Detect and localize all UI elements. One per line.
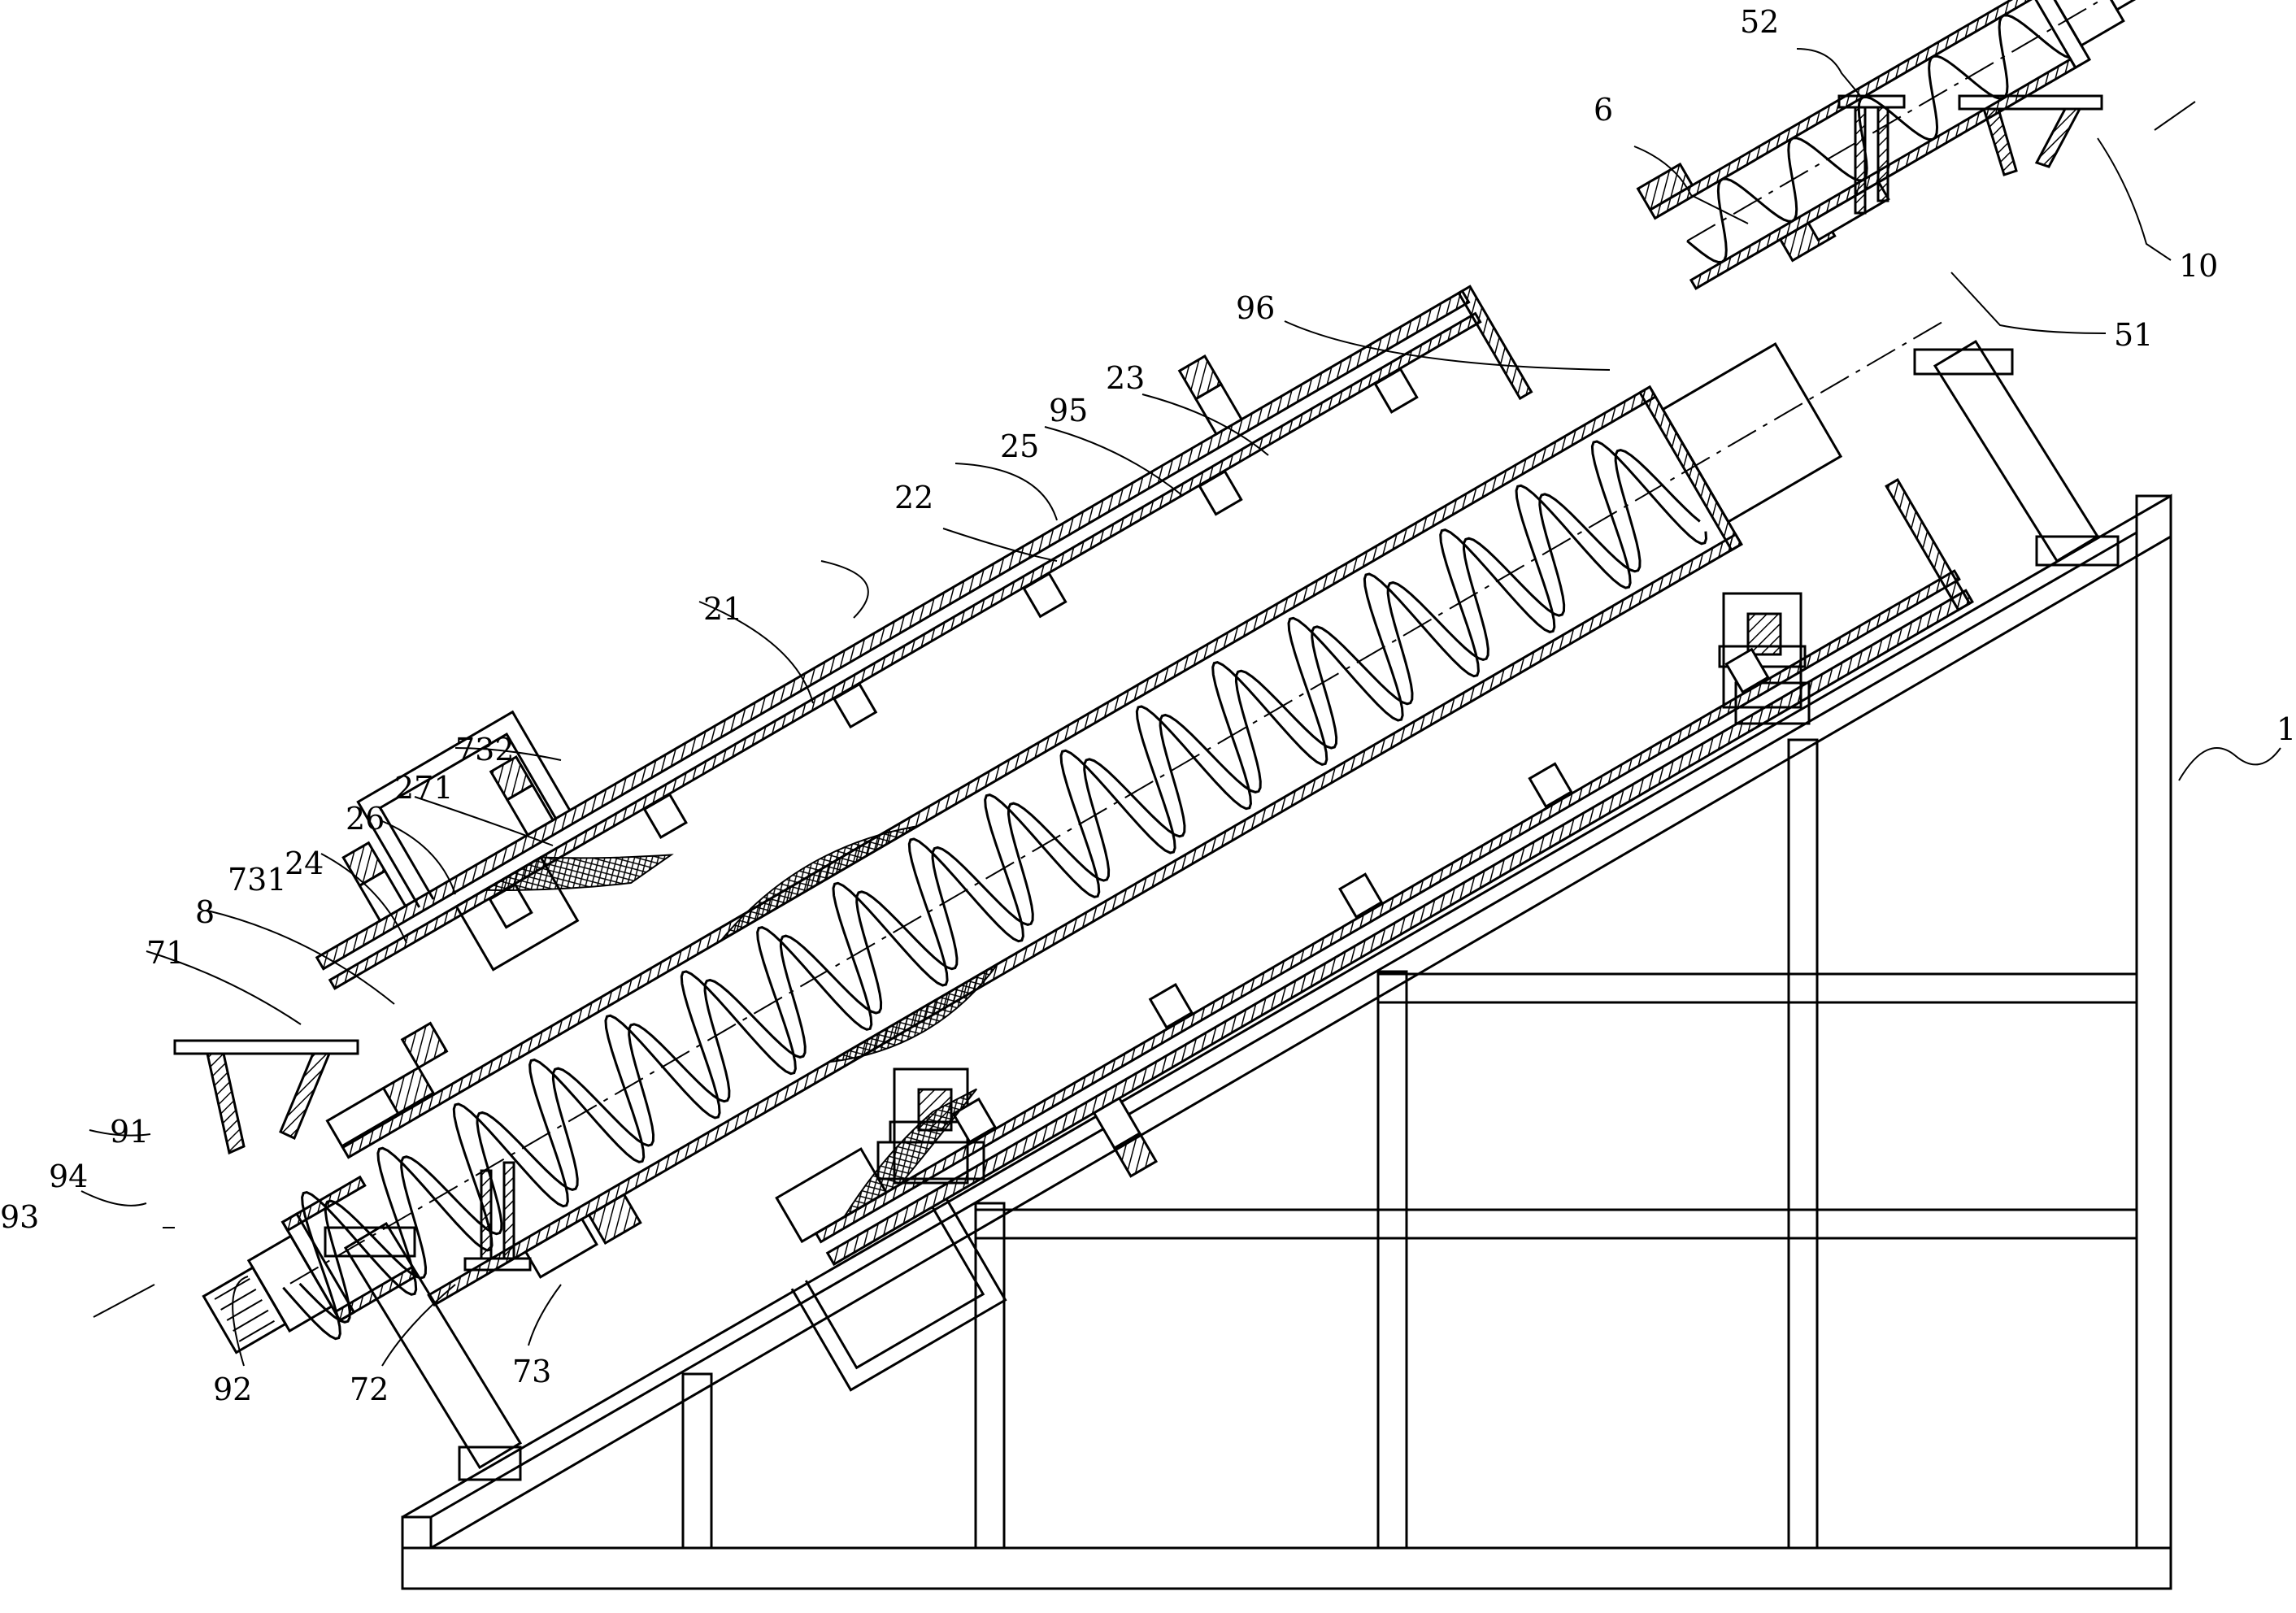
label-1: 1 [2276,711,2296,747]
label-21: 21 [703,591,742,627]
leader-lines [80,48,2281,1367]
label-271: 271 [394,770,454,806]
label-25: 25 [1000,428,1039,464]
label-10: 10 [2179,248,2218,284]
label-51: 51 [2114,317,2153,353]
outer-jacket-upper [315,285,1533,990]
label-732: 732 [455,732,515,767]
right-feeder [1636,0,2180,290]
label-52: 52 [1740,4,1779,40]
part-labels: 52 6 10 51 96 23 95 25 22 21 1 732 271 2… [0,4,2296,1407]
right-hopper [1958,94,2103,176]
heating-loop-lower [775,1147,1007,1392]
label-93: 93 [0,1199,39,1235]
label-731: 731 [228,862,287,898]
left-flange [325,1021,642,1279]
outer-jacket-lower [814,478,1974,1267]
label-95: 95 [1049,393,1088,428]
label-24: 24 [285,846,324,881]
label-8: 8 [195,894,215,930]
label-22: 22 [894,480,933,515]
label-26: 26 [346,801,385,837]
label-72: 72 [350,1372,389,1407]
label-23: 23 [1106,360,1145,396]
label-6: 6 [1594,92,1613,128]
main-screw [282,317,1950,1341]
jacket-fins [341,354,1770,1178]
outlet-pipe-52 [1837,94,1906,215]
outlet-pipe-72 [463,1161,532,1272]
label-73: 73 [512,1354,551,1389]
label-94: 94 [49,1159,88,1194]
label-71: 71 [146,935,185,971]
label-92: 92 [213,1372,252,1407]
label-96: 96 [1236,290,1275,326]
left-hopper [173,1039,359,1155]
left-feeder [202,1175,420,1354]
support-frame [401,493,2172,1590]
seal-cones [481,825,999,1218]
heating-loop-upper [356,710,580,972]
label-91: 91 [110,1114,149,1150]
